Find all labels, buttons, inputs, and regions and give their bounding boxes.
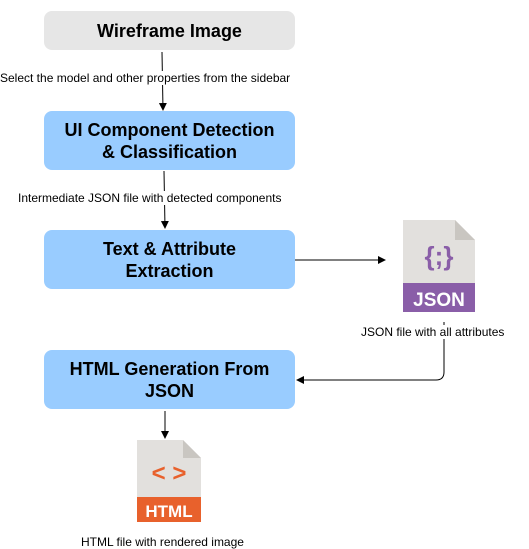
select-model-edge-label: Select the model and other properties fr… bbox=[0, 71, 291, 85]
html-file-label: HTML bbox=[145, 502, 192, 521]
html-symbol: < > bbox=[152, 460, 187, 487]
arrow-json-to-generation bbox=[296, 322, 445, 384]
wireframe-image-label: Wireframe Image bbox=[97, 20, 242, 41]
json-file-label: JSON bbox=[413, 290, 465, 311]
intermediate-json-edge-label: Intermediate JSON file with detected com… bbox=[18, 191, 282, 205]
text-extraction-node: Text & Attribute Extraction bbox=[44, 230, 295, 289]
json-file-icon: {;} JSON bbox=[403, 220, 475, 312]
component-detection-label: UI Component Detection & Classification bbox=[64, 119, 275, 162]
json-file-caption: JSON file with all attributes bbox=[361, 325, 505, 339]
html-file-caption: HTML file with rendered image bbox=[81, 535, 244, 549]
json-symbol: {;} bbox=[425, 241, 454, 271]
html-file-icon: < > HTML bbox=[137, 440, 201, 522]
text-extraction-label: Text & Attribute Extraction bbox=[103, 238, 236, 281]
component-detection-node: UI Component Detection & Classification bbox=[44, 111, 295, 170]
wireframe-image-node: Wireframe Image bbox=[44, 11, 295, 50]
html-generation-node: HTML Generation From JSON bbox=[44, 350, 295, 409]
html-generation-label: HTML Generation From JSON bbox=[69, 358, 270, 401]
